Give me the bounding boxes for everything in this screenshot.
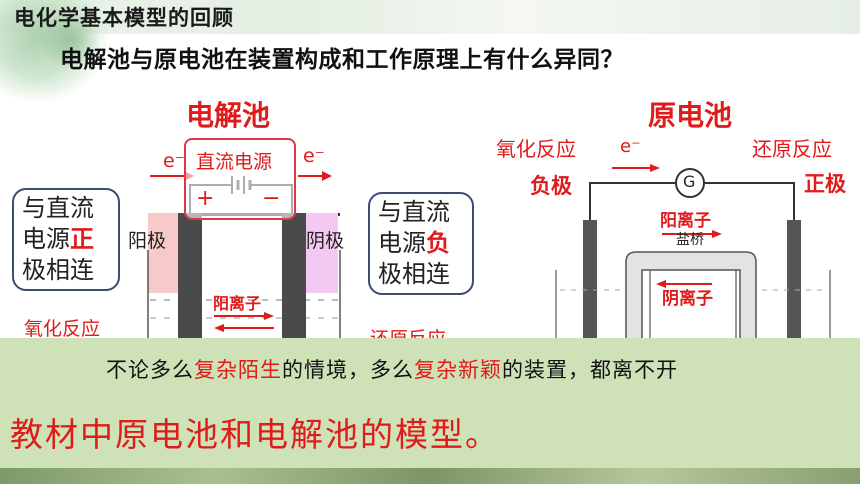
- summary-l1-e: 的装置，都离不开: [502, 358, 678, 382]
- galvanic-negative-rod: [583, 220, 597, 345]
- question-text: 电解池与原电池在装置构成和工作原理上有什么异同？: [60, 47, 624, 73]
- summary-panel: [0, 338, 860, 484]
- galvanic-positive-rod: [787, 220, 801, 345]
- electron-label-galvanic: e⁻: [620, 136, 641, 157]
- cathode-rod: [282, 213, 306, 343]
- summary-l1-highlight-1: 复杂陌生: [194, 358, 282, 382]
- galvanometer: [675, 168, 705, 198]
- summary-line-2: 教材中原电池和电解池的模型。: [10, 415, 500, 454]
- right-callout-line1: 与直流: [378, 198, 450, 226]
- power-source-box: [184, 138, 296, 220]
- summary-l1-c: 的情境，多么: [282, 358, 414, 382]
- galvanic-wire-right: [704, 182, 795, 220]
- galvanic-title: 原电池: [648, 99, 733, 132]
- minus-sign: −: [262, 186, 281, 211]
- electron-arrowhead-right: [322, 171, 332, 181]
- cation-arrowhead-electrolytic: [264, 312, 274, 320]
- galvanic-wire-left: [589, 182, 676, 220]
- left-callout-line1: 与直流: [22, 194, 94, 222]
- left-callout-line3: 极相连: [22, 256, 94, 284]
- right-callout-line2: 电源负: [378, 228, 464, 259]
- cathode-zone: [306, 213, 338, 293]
- summary-l1-highlight-2: 复杂新颖: [414, 358, 502, 382]
- anion-label-galvanic: 阴离子: [662, 289, 713, 309]
- reduction-label-galvanic: 还原反应: [752, 137, 832, 161]
- galvanometer-label: G: [683, 172, 696, 191]
- oxidation-label-electrolytic: 氧化反应: [24, 318, 101, 340]
- positive-electrode-label: 正极: [804, 172, 846, 196]
- left-callout-line2: 电源正: [22, 224, 110, 255]
- anion-arrowhead-galvanic: [656, 280, 666, 288]
- electron-arrowhead-galvanic: [650, 164, 660, 172]
- summary-l1-a: 不论多么: [106, 358, 194, 382]
- summary-line-1: 不论多么复杂陌生的情境，多么复杂新颖的装置，都离不开: [106, 354, 678, 384]
- left-callout-positive: 正: [70, 225, 94, 253]
- left-callout-line2-a: 电源: [22, 225, 70, 253]
- electron-label-right: e⁻: [303, 145, 325, 167]
- anode-zone: [148, 213, 178, 293]
- cation-label-galvanic: 阳离子: [660, 211, 711, 231]
- right-callout-line2-a: 电源: [378, 229, 426, 257]
- section-title: 电化学基本模型的回顾: [14, 6, 234, 30]
- negative-electrode-label: 负极: [530, 174, 572, 198]
- oxidation-label-galvanic: 氧化反应: [496, 137, 576, 161]
- anion-arrowhead-electrolytic: [214, 324, 224, 332]
- header-band: [0, 0, 860, 34]
- anode-rod: [178, 213, 202, 343]
- right-callout-negative: 负: [426, 229, 450, 257]
- electron-label-left: e⁻: [163, 150, 185, 172]
- left-callout: 与直流 电源正 极相连: [12, 188, 120, 291]
- bottom-decoration: [0, 468, 860, 484]
- salt-bridge-label: 盐桥: [676, 232, 704, 248]
- right-callout-line3: 极相连: [378, 260, 450, 288]
- anode-label: 阳极: [128, 230, 167, 252]
- cathode-label: 阴极: [306, 230, 345, 252]
- power-source-label: 直流电源: [196, 151, 273, 173]
- cation-arrowhead-galvanic: [712, 230, 722, 238]
- electrolytic-title: 电解池: [186, 99, 271, 132]
- plus-sign: +: [196, 186, 215, 211]
- cation-label-electrolytic: 阳离子: [213, 294, 262, 313]
- right-callout: 与直流 电源负 极相连: [368, 192, 474, 295]
- leaf-decoration-2: [40, 10, 100, 70]
